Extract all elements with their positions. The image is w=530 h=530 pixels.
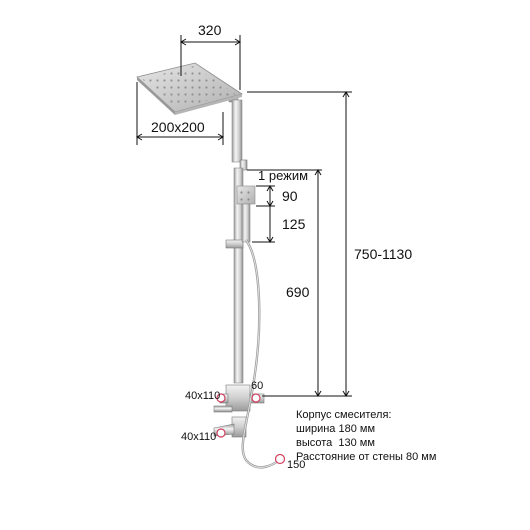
- overhead-reach-label: 320: [198, 22, 222, 38]
- outlet-label: 60: [251, 380, 263, 392]
- hand-shower: [236, 185, 256, 243]
- handset-holder: [225, 239, 244, 249]
- mode-label: 1 режим: [258, 168, 308, 183]
- handset-height-label: 90: [282, 188, 298, 204]
- handset-gap-label: 125: [282, 216, 306, 232]
- spout-lower-label: 40x110: [181, 431, 216, 443]
- shower-system: [136, 62, 286, 469]
- hose-end-label: 150: [287, 459, 305, 471]
- slide-bar: [233, 167, 244, 384]
- spout-lower-marker: [216, 428, 226, 438]
- spec-line-4: Расстояние от стены 80 мм: [296, 451, 436, 463]
- spec-line-2: ширина 180 мм: [296, 423, 375, 435]
- bar-height-label: 690: [286, 284, 310, 300]
- mixer-specs: Корпус смесителя: ширина 180 мм высота 1…: [296, 409, 436, 463]
- spout-upper-label: 40x110: [185, 390, 220, 402]
- spec-line-1: Корпус смесителя:: [296, 409, 391, 421]
- head-size-label: 200x200: [151, 119, 205, 135]
- total-height-label: 750-1130: [354, 246, 412, 262]
- hose-end-marker: [274, 453, 286, 465]
- shower-hose: [241, 239, 283, 469]
- spec-line-3: высота 130 мм: [296, 437, 375, 449]
- pipe-connector: [239, 159, 248, 171]
- outlet-marker: [251, 393, 261, 403]
- upper-pipe: [231, 99, 243, 163]
- dimension-lines: [136, 35, 352, 397]
- spout-upper-marker: [216, 393, 226, 403]
